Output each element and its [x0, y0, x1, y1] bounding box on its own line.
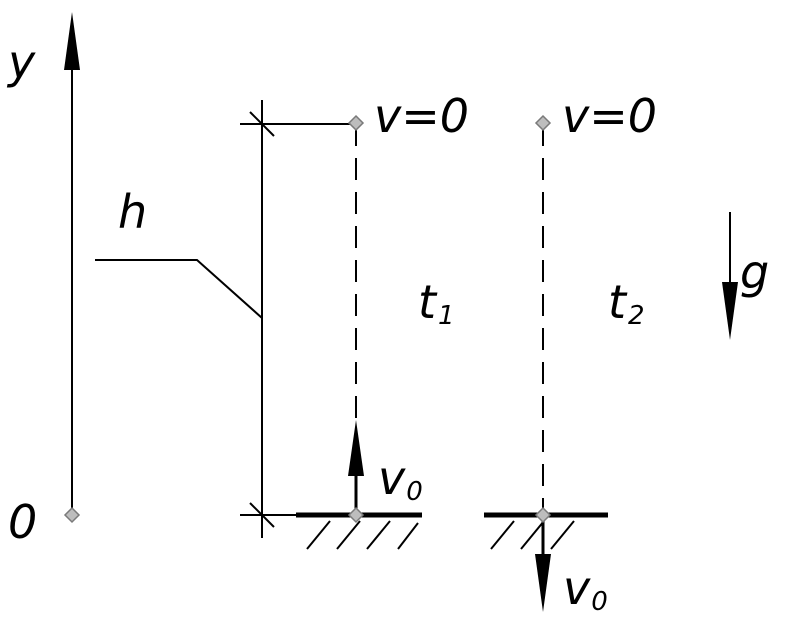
height-dimension: h [95, 100, 356, 538]
y-axis-label: y [6, 35, 36, 89]
bottom-tick [249, 502, 275, 528]
height-label: h [118, 185, 147, 239]
gravity-arrow-head [722, 282, 738, 340]
origin-label: 0 [8, 495, 37, 549]
gravity-indicator: g [722, 212, 769, 340]
top-label-1: v=0 [374, 89, 469, 143]
origin-point [63, 506, 81, 524]
y-axis-arrowhead [64, 12, 80, 70]
time-label-2: t2 [608, 275, 645, 331]
height-leader-line [95, 259, 263, 319]
top-point-2 [534, 114, 552, 132]
velocity-arrow-1-head [348, 420, 364, 476]
case-1: v=0 t1 v0 [296, 89, 469, 550]
launch-point-2 [534, 506, 552, 524]
top-point-1 [347, 114, 365, 132]
case-2: v=0 t2 v0 [484, 89, 657, 617]
gravity-label: g [740, 245, 769, 299]
origin: 0 [8, 495, 81, 549]
velocity-label-2: v0 [563, 561, 608, 617]
top-label-2: v=0 [562, 89, 657, 143]
top-tick [249, 111, 275, 137]
velocity-arrow-2-head [535, 554, 551, 612]
ground-hatching-2 [490, 520, 575, 550]
launch-point-1 [347, 506, 365, 524]
velocity-label-1: v0 [378, 451, 423, 507]
y-axis: y [6, 12, 80, 515]
time-label-1: t1 [418, 275, 455, 331]
ground-hatching-1 [306, 520, 419, 550]
